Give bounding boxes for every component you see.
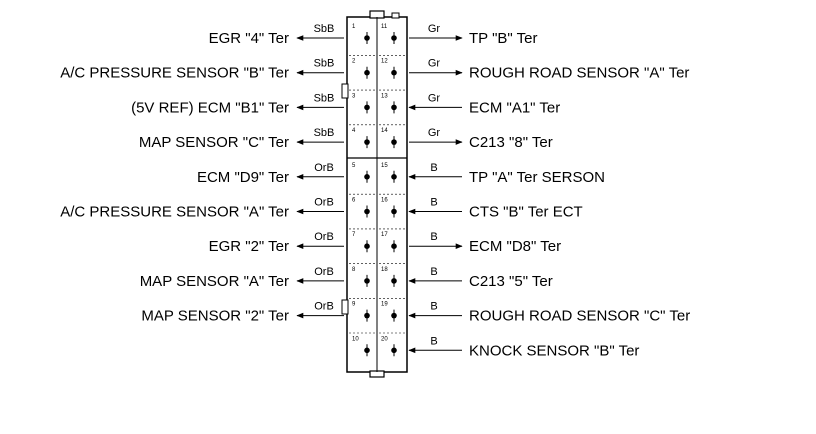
pin-dot (391, 243, 397, 249)
wire-color-left: OrB (314, 231, 334, 243)
wire-color-right: B (430, 231, 437, 243)
wire-color-left: SbB (314, 23, 335, 35)
pin-number: 1 (352, 24, 356, 30)
right-terminal-label: ROUGH ROAD SENSOR "C" Ter (469, 308, 690, 325)
wire-color-right: B (430, 301, 437, 313)
pin-number: 7 (352, 232, 356, 238)
pin-dot (364, 35, 370, 41)
pin-number: 12 (381, 59, 388, 65)
pin-dot (364, 312, 370, 319)
wire-color-left: SbB (314, 92, 335, 104)
wire-color-left: SbB (314, 58, 335, 70)
wire-color-left: OrB (314, 197, 334, 209)
pin-number: 19 (381, 302, 388, 308)
pin-dot (364, 278, 370, 284)
pin-number: 2 (352, 59, 356, 65)
wire-color-left: OrB (314, 301, 334, 313)
right-terminal-label: ECM "A1" Ter (469, 99, 560, 116)
pin-number: 18 (381, 267, 388, 273)
right-terminal-label: C213 "5" Ter (469, 273, 553, 290)
pin-number: 8 (352, 267, 356, 273)
pin-dot (391, 139, 397, 145)
pin-number: 14 (381, 128, 388, 134)
pin-number: 10 (352, 336, 359, 342)
pin-number: 3 (352, 93, 356, 99)
left-terminal-label: MAP SENSOR "2" Ter (141, 308, 289, 325)
pin-number: 13 (381, 93, 388, 99)
right-terminal-label: TP "B" Ter (469, 30, 537, 47)
wire-color-right: B (430, 197, 437, 209)
left-terminal-label: MAP SENSOR "C" Ter (139, 134, 289, 151)
pin-number: 11 (381, 24, 388, 30)
pin-dot (391, 104, 397, 111)
pin-dot (391, 312, 397, 319)
pin-number: 9 (352, 302, 356, 308)
left-terminal-label: EGR "2" Ter (209, 238, 289, 255)
right-terminal-label: TP "A" Ter SERSON (469, 169, 605, 186)
right-terminal-label: ECM "D8" Ter (469, 238, 561, 255)
wire-color-left: OrB (314, 162, 334, 174)
wire-color-right: B (430, 335, 437, 347)
pin-dot (364, 208, 370, 215)
right-terminal-label: KNOCK SENSOR "B" Ter (469, 342, 639, 359)
pin-number: 5 (352, 163, 356, 169)
pin-dot (391, 278, 397, 284)
right-terminal-label: CTS "B" Ter ECT (469, 204, 583, 221)
wire-color-left: OrB (314, 266, 334, 278)
right-terminal-label: ROUGH ROAD SENSOR "A" Ter (469, 65, 689, 82)
left-terminal-label: MAP SENSOR "A" Ter (140, 273, 289, 290)
pin-dot (364, 174, 370, 180)
pin-dot (391, 208, 397, 215)
pin-dot (364, 243, 370, 249)
wire-color-right: B (430, 266, 437, 278)
left-terminal-label: EGR "4" Ter (209, 30, 289, 47)
pin-number: 20 (381, 336, 388, 342)
wire-color-right: Gr (428, 127, 441, 139)
pin-number: 16 (381, 198, 388, 204)
left-terminal-label: (5V REF) ECM "B1" Ter (131, 99, 289, 116)
pin-number: 15 (381, 163, 388, 169)
pin-dot (391, 174, 397, 180)
wire-color-right: Gr (428, 23, 441, 35)
wire-color-right: B (430, 162, 437, 174)
left-terminal-label: ECM "D9" Ter (197, 169, 289, 186)
left-terminal-label: A/C PRESSURE SENSOR "B" Ter (60, 65, 289, 82)
pin-number: 17 (381, 232, 388, 238)
pin-dot (391, 347, 397, 354)
wire-color-left: SbB (314, 127, 335, 139)
pin-dot (364, 347, 370, 354)
pin-dot (391, 35, 397, 41)
pin-number: 6 (352, 198, 356, 204)
pin-number: 4 (352, 128, 356, 134)
wire-color-right: Gr (428, 58, 441, 70)
right-terminal-label: C213 "8" Ter (469, 134, 553, 151)
wire-color-right: Gr (428, 92, 441, 104)
pin-dot (364, 139, 370, 145)
pin-dot (364, 104, 370, 111)
pin-dot (391, 69, 397, 76)
pin-dot (364, 69, 370, 76)
left-terminal-label: A/C PRESSURE SENSOR "A" Ter (60, 204, 289, 221)
